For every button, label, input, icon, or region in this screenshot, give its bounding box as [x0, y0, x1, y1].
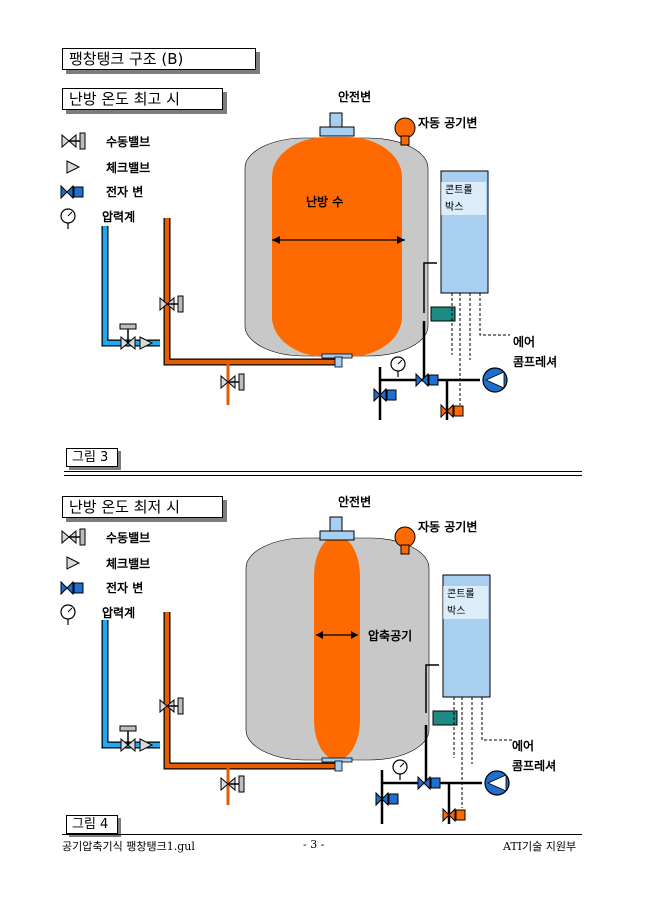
figure-label-3: 그림 3: [66, 448, 118, 467]
legend-gauge-2: 압력계: [60, 604, 135, 626]
svg-text:콘트롤: 콘트롤: [445, 184, 473, 196]
footer-page-number: - 3 -: [303, 838, 325, 851]
legend-check-valve-label-2: 체크밸브: [106, 556, 150, 571]
legend-solenoid-valve: 전자 변: [60, 184, 143, 199]
legend-check-valve-label: 체크밸브: [106, 160, 150, 175]
compressor-label-line2: 콤프레셔: [513, 354, 557, 369]
diagram-max-temp: 수동밸브 체크밸브 전자 변 압력계: [60, 89, 557, 420]
air-vent-label-2: 자동 공기변: [418, 519, 477, 534]
air-compressor-pump: [482, 367, 508, 393]
legend-manual-valve-label-2: 수동밸브: [106, 531, 150, 545]
control-box-2-line2: 박스: [447, 605, 465, 617]
figure-label-4: 그림 4: [66, 815, 118, 834]
safety-valve-label-2: 안전변: [338, 494, 371, 509]
section-heading-min: 난방 온도 최저 시: [62, 496, 223, 518]
legend-gauge-label-2: 압력계: [102, 605, 135, 620]
footer-rule: [62, 834, 582, 835]
compressor-label-2-line2: 콤프레셔: [512, 758, 556, 773]
air-compressor-pump-2: [484, 770, 510, 796]
legend-check-valve-2: 체크밸브: [66, 556, 150, 571]
legend-manual-valve-label: 수동밸브: [106, 135, 150, 149]
drain-manual-valve: [220, 373, 245, 391]
tank-water-2: [314, 536, 360, 760]
legend-gauge: 압력계: [60, 208, 135, 230]
svg-text:박스: 박스: [445, 201, 463, 213]
page-title: 팽창탱크 구조 (B): [62, 48, 256, 70]
legend-manual-valve-2: 수동밸브: [61, 528, 150, 546]
air-vent-label: 자동 공기변: [418, 115, 477, 130]
legend-check-valve: 체크밸브: [66, 160, 150, 175]
legend-solenoid-valve-label: 전자 변: [106, 184, 143, 199]
section-divider: [64, 471, 582, 476]
section-heading-max: 난방 온도 최고 시: [62, 88, 223, 110]
safety-valve-label: 안전변: [338, 89, 371, 104]
legend-solenoid-valve-2: 전자 변: [60, 580, 143, 595]
pipe-manual-valve: [159, 295, 184, 313]
tank-water: [272, 137, 402, 357]
tank-air-label: 압축공기: [368, 628, 412, 643]
compressor-label-2-line1: 에어: [512, 738, 534, 753]
diagram-min-temp: 수동밸브 체크밸브 전자 변 압력계 압축공기: [60, 494, 556, 824]
legend-manual-valve: 수동밸브: [61, 132, 150, 150]
legend-gauge-label: 압력계: [102, 209, 135, 224]
control-box-2-line1: 콘트롤: [447, 588, 475, 600]
legend-solenoid-valve-label-2: 전자 변: [106, 580, 143, 595]
compressor-label-line1: 에어: [513, 334, 535, 349]
footer-filename: 공기압축기식 팽창탱크1.gul: [62, 840, 195, 853]
tank-water-label: 난방 수: [306, 194, 343, 209]
footer-department: ATI기술 지원부: [503, 840, 577, 853]
